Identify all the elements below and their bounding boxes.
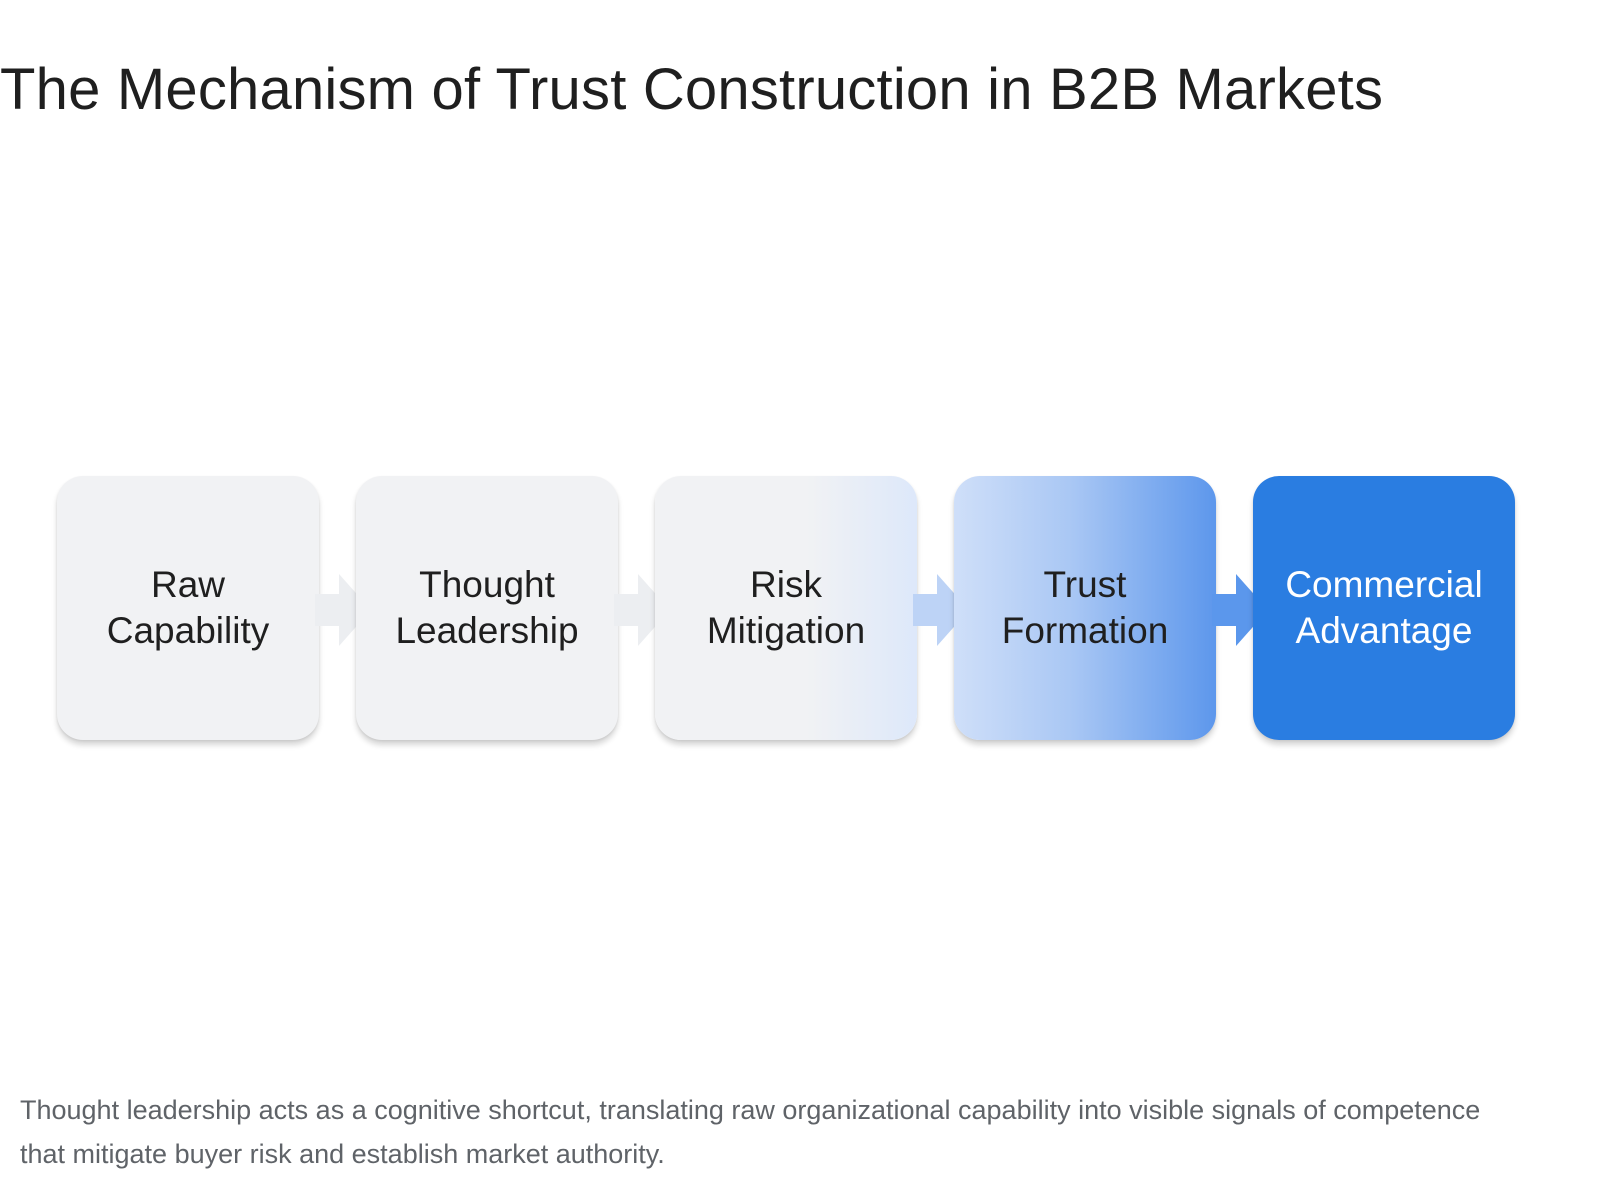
flow-arrow-icon bbox=[913, 574, 969, 646]
caption: Thought leadership acts as a cognitive s… bbox=[20, 1095, 1481, 1169]
flow-arrow-icon bbox=[614, 574, 670, 646]
arrow-shape bbox=[315, 574, 371, 646]
arrow-shape bbox=[614, 574, 670, 646]
flow-arrow-icon bbox=[1212, 574, 1268, 646]
diagram-canvas: Raw Capability Thought Leadership Risk M… bbox=[0, 180, 1600, 1040]
step-label: Commercial Advantage bbox=[1285, 564, 1483, 651]
step-label: Thought Leadership bbox=[395, 564, 579, 651]
arrow-shape bbox=[913, 574, 969, 646]
step-risk-mitigation: Risk Mitigation bbox=[655, 476, 917, 740]
step-label: Risk Mitigation bbox=[706, 564, 866, 651]
step-trust-formation: Trust Formation bbox=[954, 476, 1216, 740]
step-thought-leadership: Thought Leadership bbox=[356, 476, 618, 740]
page-title: The Mechanism of Trust Construction in B… bbox=[0, 57, 1384, 122]
step-label: Trust Formation bbox=[1001, 564, 1169, 651]
arrow-shape bbox=[1212, 574, 1268, 646]
step-raw-capability: Raw Capability bbox=[57, 476, 319, 740]
step-label: Raw Capability bbox=[106, 564, 270, 651]
process-flow: Raw Capability Thought Leadership Risk M… bbox=[57, 476, 1547, 746]
flow-arrow-icon bbox=[315, 574, 371, 646]
step-commercial-advantage: Commercial Advantage bbox=[1253, 476, 1515, 740]
